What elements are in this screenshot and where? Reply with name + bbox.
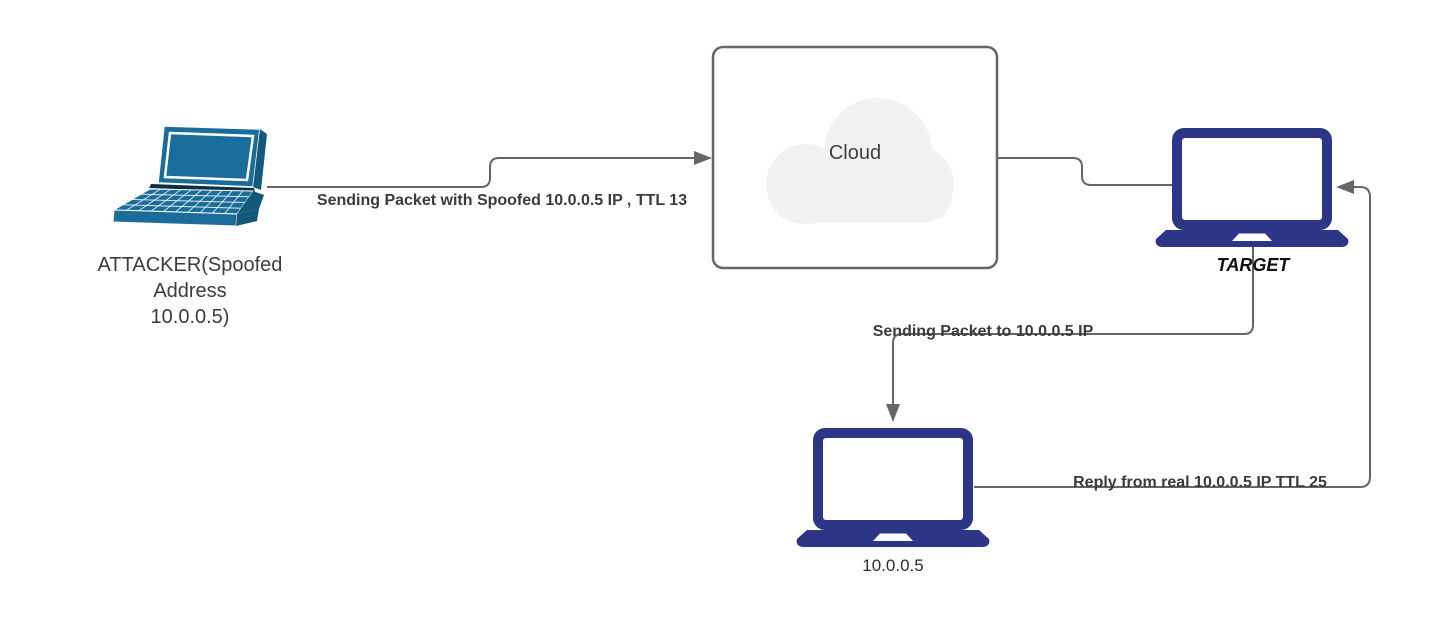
target-label: TARGET [1216, 255, 1290, 275]
edge-label-real-host-to-target: Reply from real 10.0.0.5 IP TTL 25 [1073, 474, 1327, 491]
edge-label-target-to-real-host: Sending Packet to 10.0.0.5 IP [872, 323, 1094, 340]
attacker-label: ATTACKER(Spoofed Address 10.0.0.5) [80, 252, 300, 330]
cloud-label: Cloud [828, 142, 882, 164]
real-host-laptop-icon [796, 428, 990, 547]
edge-cloud-to-target [997, 157, 1174, 186]
arrowhead-into-cloud [694, 151, 712, 165]
real-host-label: 10.0.0.5 [862, 556, 924, 575]
target-laptop-icon [1155, 128, 1349, 247]
edge-attacker-to-cloud [267, 157, 695, 188]
attacker-laptop-icon [112, 125, 267, 227]
edge-label-attacker-to-cloud: Sending Packet with Spoofed 10.0.0.5 IP … [316, 192, 688, 209]
edge-real-host-to-target [974, 186, 1371, 488]
arrowhead-into-real-host [886, 404, 900, 422]
attacker-label-line3: 10.0.0.5) [150, 306, 230, 328]
cloud-icon [766, 98, 954, 224]
attacker-label-line2: Address [153, 280, 227, 302]
keyboard-grid [122, 188, 250, 214]
arrowhead-into-target [1336, 180, 1354, 194]
attacker-label-line1: ATTACKER(Spoofed [97, 254, 283, 276]
edge-target-to-real-host [892, 247, 1254, 404]
